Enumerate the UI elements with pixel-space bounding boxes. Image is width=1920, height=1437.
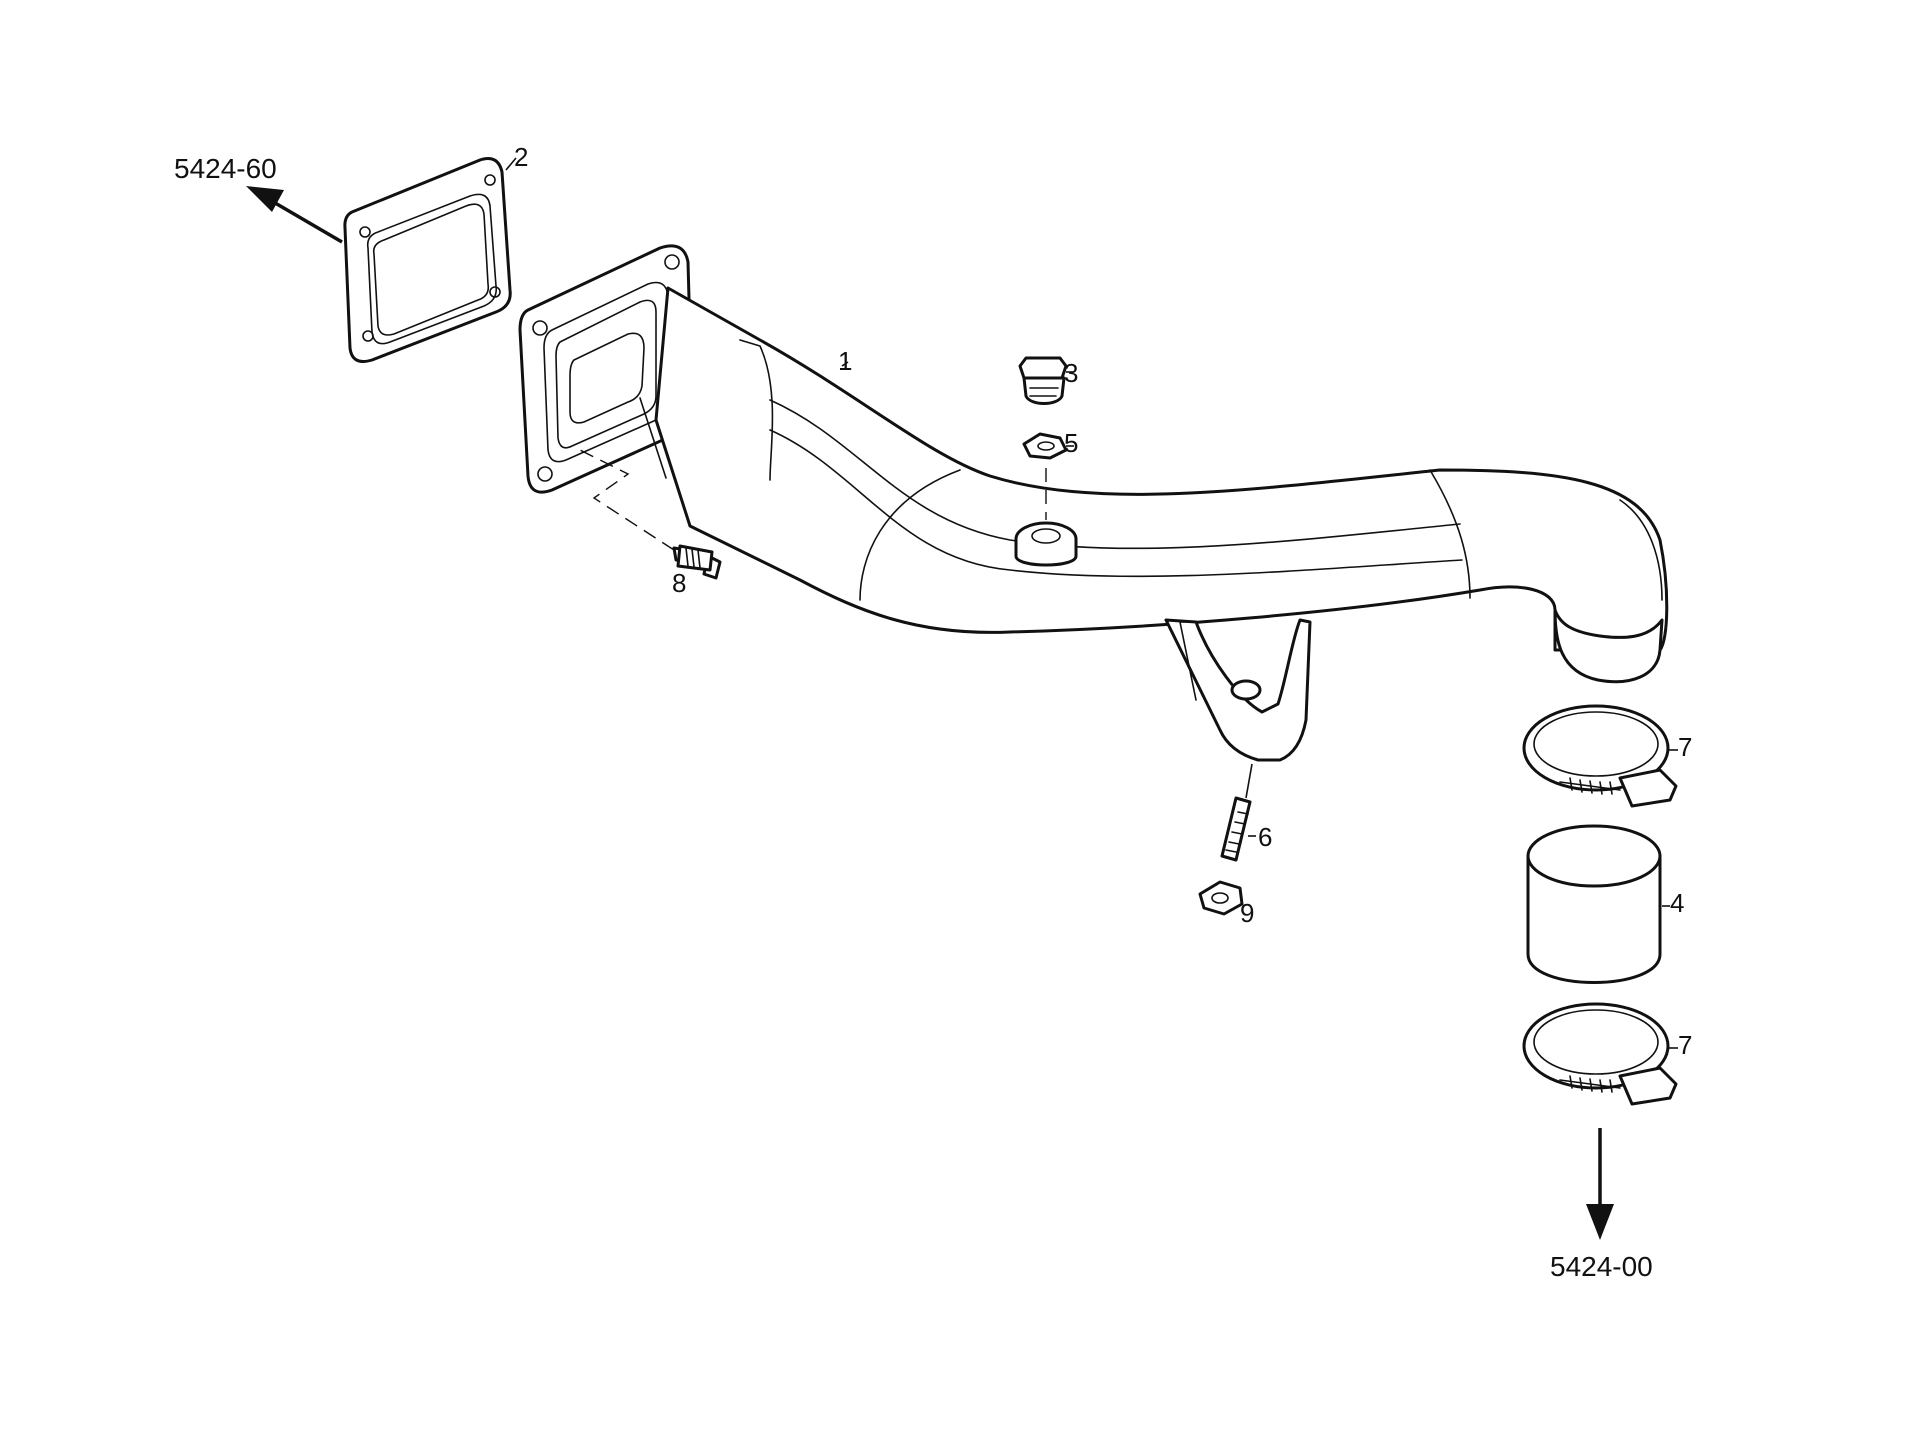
- washer-part: [1022, 432, 1068, 460]
- reference-downstream: 5424-00: [1550, 1251, 1653, 1282]
- exhaust-pipe-part: [518, 244, 1669, 762]
- stud-part: [1220, 796, 1252, 862]
- plug-part: [1018, 356, 1068, 405]
- leader-2: [505, 157, 517, 171]
- callout-9: 9: [1240, 898, 1254, 928]
- callout-1: 1: [838, 346, 852, 376]
- nut-part: [1198, 880, 1244, 916]
- callout-7-upper: 7: [1678, 732, 1692, 762]
- bolt-centerline: [575, 447, 675, 551]
- callout-8: 8: [672, 568, 686, 598]
- upstream-arrow: [246, 186, 343, 244]
- clamp-lower-part: [1522, 1002, 1678, 1106]
- bolt-part: [672, 544, 722, 580]
- callout-2: 2: [514, 142, 528, 172]
- gasket-part: [343, 157, 512, 363]
- stud-centerline: [1245, 763, 1253, 799]
- leader-1: [841, 361, 849, 367]
- callout-6: 6: [1258, 822, 1272, 852]
- sleeve-part: [1526, 824, 1662, 984]
- callout-4: 4: [1670, 888, 1684, 918]
- callout-3: 3: [1064, 358, 1078, 388]
- downstream-arrow: [1586, 1128, 1614, 1240]
- clamp-upper-part: [1522, 704, 1678, 808]
- reference-upstream: 5424-60: [174, 153, 277, 184]
- callout-5: 5: [1064, 428, 1078, 458]
- callout-7-lower: 7: [1678, 1030, 1692, 1060]
